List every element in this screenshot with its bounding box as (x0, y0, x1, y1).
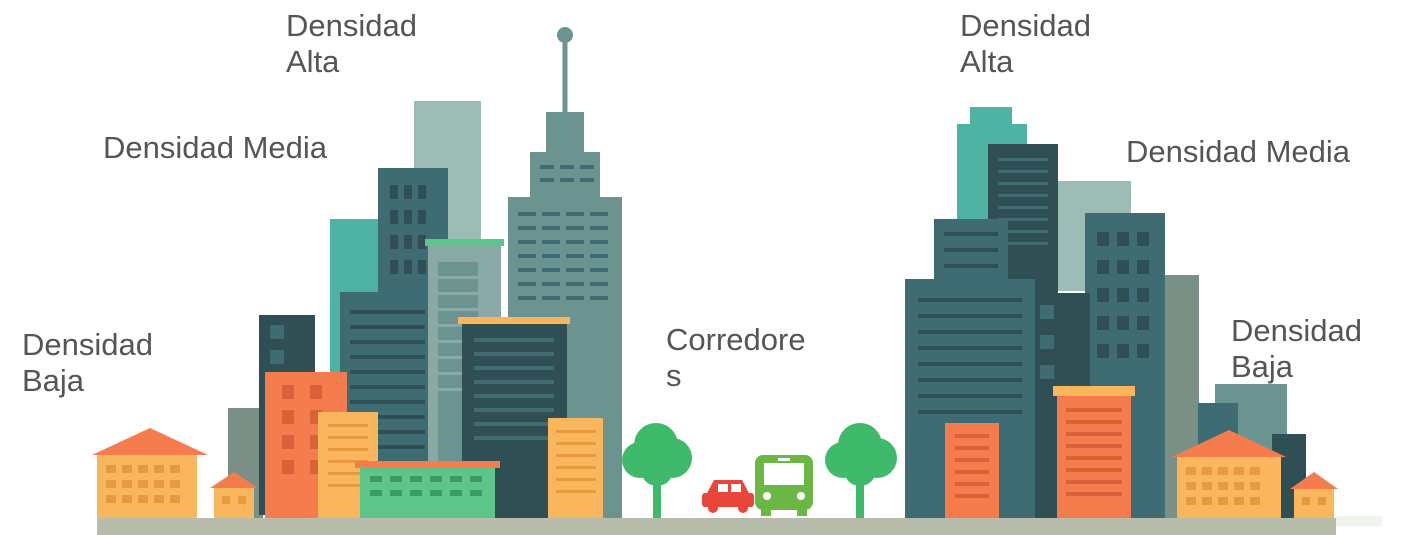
building-icon (458, 317, 570, 324)
label-left-medium-density: Densidad Media (103, 130, 328, 165)
tree-icon (825, 423, 897, 518)
ground-strip (97, 518, 1336, 535)
building-icon (970, 107, 1012, 127)
antenna-icon (557, 27, 573, 43)
building-icon (355, 461, 500, 468)
house-icon (1290, 472, 1338, 489)
house-icon (1294, 489, 1334, 518)
house-icon (1172, 430, 1286, 457)
building-windows (390, 185, 426, 274)
corridor-scene (622, 423, 897, 518)
house-icon (92, 428, 208, 455)
right-building-cluster (905, 107, 1338, 518)
house-icon (214, 488, 254, 518)
tree-icon (622, 423, 692, 518)
label-corridors: Corredore s (666, 322, 806, 393)
building-icon (425, 239, 504, 246)
building-icon (1053, 386, 1135, 396)
label-right-high-density: Densidad Alta (960, 8, 1091, 79)
building-icon (530, 152, 600, 200)
building-icon (546, 112, 584, 154)
bus-icon (755, 455, 813, 516)
label-right-low-density: Densidad Baja (1231, 313, 1362, 384)
left-building-cluster (92, 27, 622, 518)
car-icon (702, 480, 754, 513)
house-icon (210, 472, 258, 488)
ground-strip-edge (1336, 516, 1382, 526)
label-left-high-density: Densidad Alta (286, 8, 417, 79)
building-icon (934, 219, 1008, 289)
label-left-low-density: Densidad Baja (22, 327, 153, 398)
label-right-medium-density: Densidad Media (1126, 134, 1351, 169)
